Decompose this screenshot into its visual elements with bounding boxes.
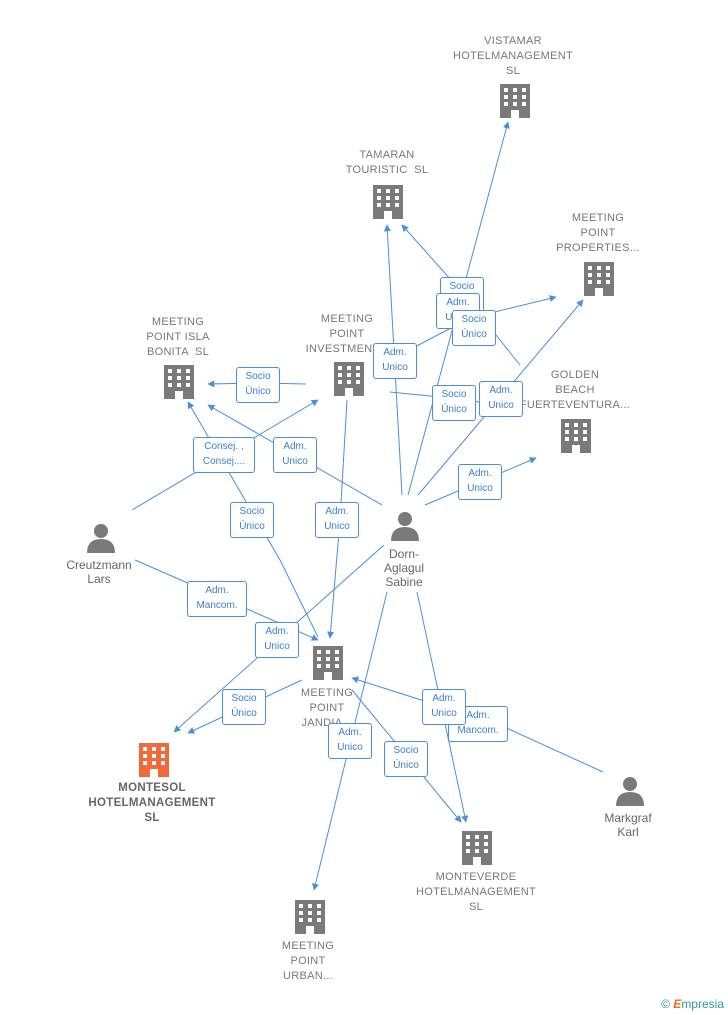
relation-badge[interactable]: Socio Único <box>236 367 280 403</box>
relation-badge[interactable]: Adm. Unico <box>315 502 359 538</box>
company-label-golden[interactable]: GOLDEN BEACH FUERTEVENTURA... <box>519 369 631 411</box>
building-icon <box>584 262 614 296</box>
relation-badge[interactable]: Socio Único <box>384 741 428 777</box>
relation-badge[interactable]: Adm. Unico <box>255 622 299 658</box>
relation-badge[interactable]: Adm. Unico <box>328 723 372 759</box>
company-label-tamaran[interactable]: TAMARAN TOURISTIC SL <box>345 149 429 176</box>
brand-logo-initial: E <box>673 997 682 1011</box>
building-icon <box>462 831 492 865</box>
building-highlight-icon <box>139 743 169 777</box>
person-icon <box>391 512 419 541</box>
brand-footer: © Empresia <box>661 997 724 1011</box>
relation-badge[interactable]: Adm. Unico <box>273 437 317 473</box>
person-icon <box>87 524 115 553</box>
company-label-mp-urban[interactable]: MEETING POINT URBAN... <box>281 940 335 982</box>
building-icon <box>164 365 194 399</box>
person-icon <box>616 777 644 806</box>
company-label-mp-invest[interactable]: MEETING POINT INVESTMENT... <box>305 313 389 355</box>
relation-badge[interactable]: Socio Único <box>230 502 274 538</box>
person-label-creutzmann[interactable]: Creutzmann Lars <box>66 558 132 586</box>
relation-badge[interactable]: Consej. , Consej.... <box>193 437 255 473</box>
person-icons <box>87 512 644 806</box>
building-icon <box>334 362 364 396</box>
edges <box>131 121 604 891</box>
relation-badge[interactable]: Adm. Unico <box>422 689 466 725</box>
relation-badge[interactable]: Adm. Unico <box>479 381 523 417</box>
company-label-vistamar[interactable]: VISTAMAR HOTELMANAGEMENT SL <box>452 35 574 77</box>
relation-badge[interactable]: Socio Único <box>452 310 496 346</box>
company-label-mp-isla[interactable]: MEETING POINT ISLA BONITA SL <box>146 316 210 358</box>
relation-badge[interactable]: Adm. Unico <box>458 464 502 500</box>
person-label-dorn[interactable]: Dorn- Aglagul Sabine <box>383 547 425 589</box>
building-icon <box>373 185 403 219</box>
brand-logo-text: mpresia <box>681 997 724 1011</box>
person-label-markgraf[interactable]: Markgraf Karl <box>604 811 652 839</box>
company-label-montesol[interactable]: MONTESOL HOTELMANAGEMENT SL <box>88 782 216 824</box>
building-icon <box>313 646 343 680</box>
building-icon <box>561 419 591 453</box>
relation-badge[interactable]: Adm. Unico <box>373 343 417 379</box>
company-label-mp-properties[interactable]: MEETING POINT PROPERTIES... <box>556 212 640 254</box>
copyright-icon: © <box>661 997 670 1011</box>
relation-badge[interactable]: Adm. Mancom. <box>187 581 247 617</box>
company-label-monteverde[interactable]: MONTEVERDE HOTELMANAGEMENT SL <box>415 871 537 913</box>
building-icon <box>500 84 530 118</box>
relation-badge[interactable]: Socio Único <box>222 689 266 725</box>
building-icon <box>295 900 325 934</box>
relation-badge[interactable]: Socio Único <box>432 385 476 421</box>
